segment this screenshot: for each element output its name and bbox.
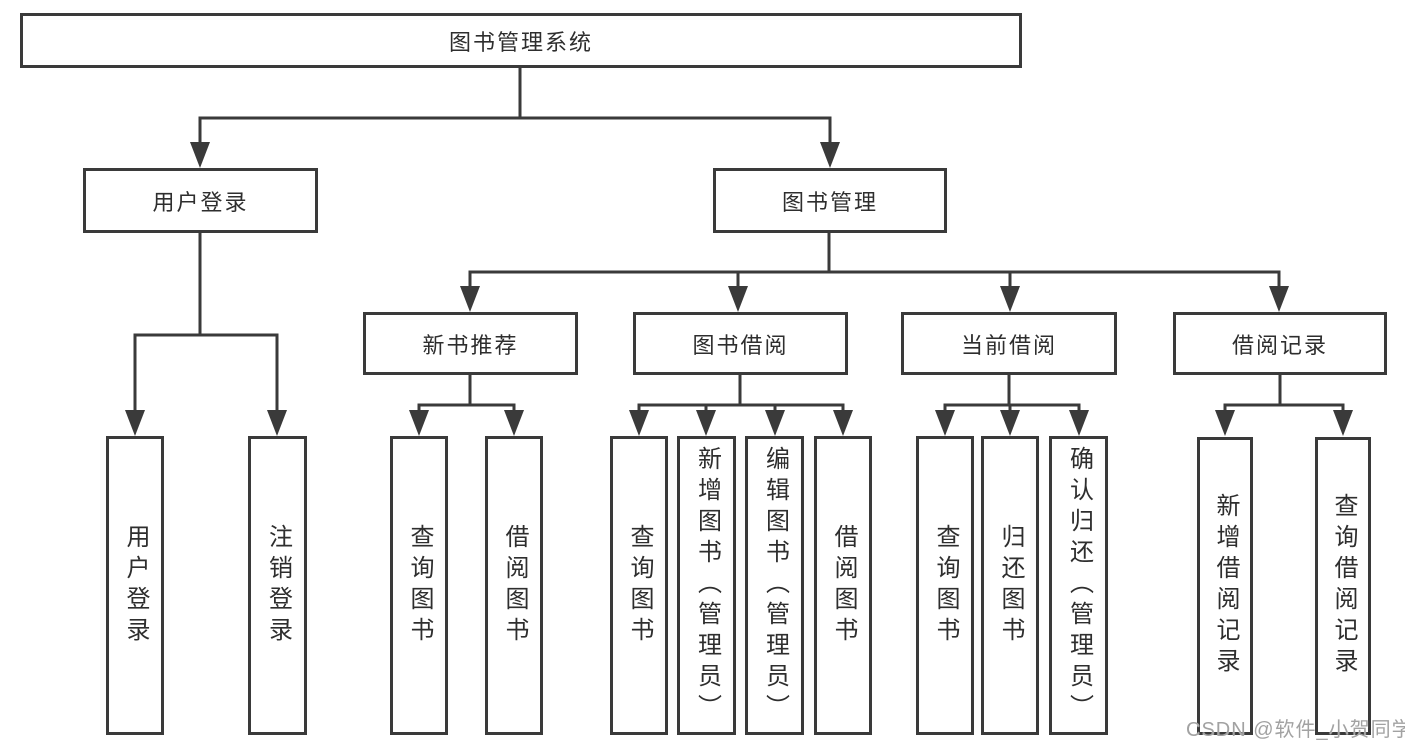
connector-book-borrowing-to-children (629, 375, 853, 436)
arrowhead (504, 410, 524, 436)
arrowhead (629, 410, 649, 436)
connector-borrow-records-to-children (1215, 375, 1353, 436)
node-user-login: 用户登录 (83, 168, 318, 233)
node-label: 图书借阅 (692, 332, 789, 358)
node-label: 新书推荐 (422, 332, 519, 358)
node-label: 借阅记录 (1231, 332, 1328, 358)
leaf-label: 新增借阅记录 (1212, 493, 1239, 679)
leaf-label: 注销登录 (264, 523, 292, 648)
leaf-label: 查询图书 (406, 523, 433, 648)
arrowhead (765, 410, 785, 436)
node-root: 图书管理系统 (20, 13, 1022, 68)
node-borrow-records: 借阅记录 (1173, 312, 1387, 375)
leaf-add-books-admin: 新增图书（管理员） (677, 436, 736, 735)
leaf-label: 查询图书 (932, 523, 959, 648)
leaf-borrow-books: 借阅图书 (814, 436, 872, 735)
connector-book-management-to-children (460, 233, 1289, 312)
arrowhead (696, 410, 716, 436)
leaf-label: 归还图书 (997, 523, 1024, 648)
connector-new-book-recommend-to-children (409, 375, 524, 436)
arrowhead (935, 410, 955, 436)
leaf-edit-books-admin: 编辑图书（管理员） (745, 436, 804, 735)
node-root-label: 图书管理系统 (448, 29, 593, 55)
leaf-user-login: 用户登录 (106, 436, 164, 735)
leaf-query-books-recommend: 查询图书 (390, 436, 448, 735)
leaf-label: 编辑图书（管理员） (761, 446, 789, 725)
leaf-label: 查询图书 (626, 523, 653, 648)
arrowhead (820, 142, 840, 168)
node-current-borrowing: 当前借阅 (901, 312, 1117, 375)
leaf-borrow-books-recommend: 借阅图书 (485, 436, 543, 735)
leaf-label: 新增图书（管理员） (693, 446, 721, 725)
leaf-confirm-return-admin: 确认归还（管理员） (1049, 436, 1108, 735)
arrowhead (1333, 410, 1353, 436)
leaf-query-borrow-record: 查询借阅记录 (1315, 437, 1371, 735)
connector-user-login-to-children (125, 233, 287, 436)
arrowhead (190, 142, 210, 168)
arrowhead (1069, 410, 1089, 436)
leaf-query-books-current: 查询图书 (916, 436, 974, 735)
arrowhead (267, 410, 287, 436)
leaf-logout: 注销登录 (248, 436, 307, 735)
arrowhead (1000, 286, 1020, 312)
arrowhead (728, 286, 748, 312)
connector-current-borrowing-to-children (935, 375, 1089, 436)
leaf-query-books-borrowing: 查询图书 (610, 436, 668, 735)
arrowhead (125, 410, 145, 436)
arrowhead (460, 286, 480, 312)
node-label: 图书管理 (781, 189, 878, 215)
arrowhead (1215, 410, 1235, 436)
connector-root-to-children (190, 67, 840, 168)
arrowhead (1000, 410, 1020, 436)
node-new-book-recommend: 新书推荐 (363, 312, 578, 375)
arrowhead (833, 410, 853, 436)
arrowhead (409, 410, 429, 436)
node-label: 用户登录 (152, 189, 249, 215)
leaf-add-borrow-record: 新增借阅记录 (1197, 437, 1253, 735)
arrowhead (1269, 286, 1289, 312)
leaf-label: 借阅图书 (830, 523, 857, 648)
node-book-borrowing: 图书借阅 (633, 312, 848, 375)
leaf-label: 用户登录 (122, 523, 149, 648)
leaf-label: 借阅图书 (501, 523, 528, 648)
leaf-label: 查询借阅记录 (1330, 493, 1357, 679)
node-label: 当前借阅 (960, 332, 1057, 358)
node-book-management: 图书管理 (713, 168, 947, 233)
leaf-label: 确认归还（管理员） (1065, 446, 1093, 725)
watermark: CSDN @软件_小贺同学 (1186, 719, 1405, 741)
leaf-return-books: 归还图书 (981, 436, 1039, 735)
